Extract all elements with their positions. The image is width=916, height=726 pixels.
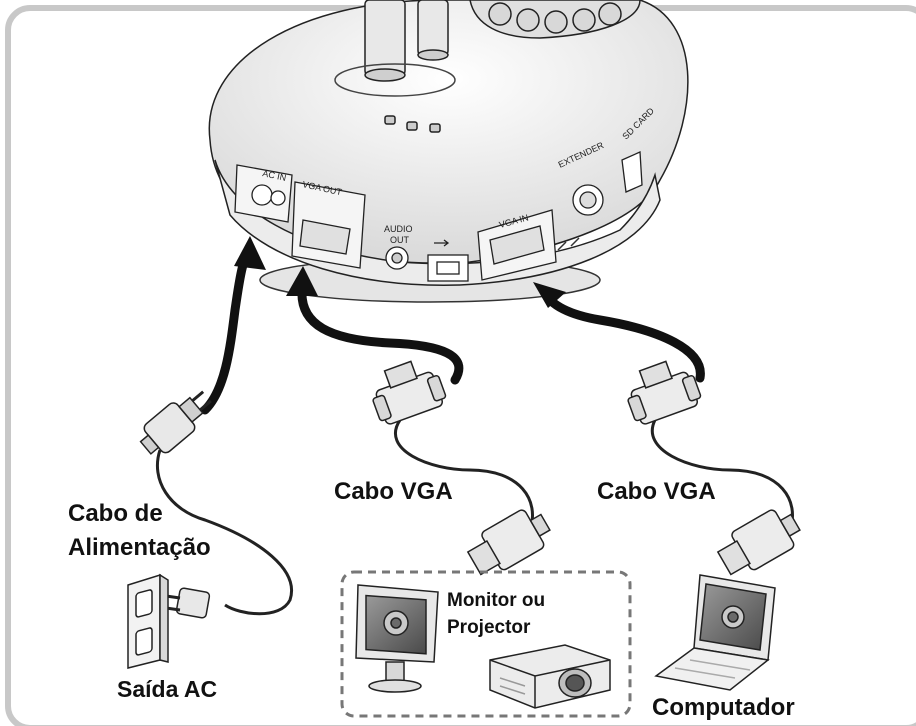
vga-cable-left [372, 360, 551, 576]
monitor-label-line1: Monitor ou [447, 590, 546, 611]
arrow-vga-out [297, 285, 464, 385]
vga-cable-right [627, 360, 801, 576]
port-label-audio-out-2: OUT [390, 235, 410, 245]
power-cable-label-line2: Alimentação [68, 534, 211, 561]
sd-card-slot [621, 151, 643, 193]
monitor-label-line2: Projector [447, 617, 531, 638]
vga-cable-left-label: Cabo VGA [334, 478, 453, 505]
computer-label: Computador [652, 694, 795, 721]
port-label-audio-out-1: AUDIO [384, 224, 413, 234]
usb-port [427, 239, 469, 282]
ac-outlet-label: Saída AC [117, 676, 218, 702]
arrow-heads [234, 236, 566, 308]
arrow-power [200, 260, 248, 415]
arrow-vga-in-head [533, 282, 566, 308]
extender-port [572, 184, 604, 216]
arrow-vga-in [540, 287, 705, 383]
arrow-vga-out-head [286, 266, 318, 296]
laptop [654, 574, 776, 691]
ac-in-port [234, 164, 293, 223]
connection-arrows [200, 260, 705, 415]
arrow-power-head [234, 236, 266, 270]
port-panel [234, 151, 643, 282]
vga-in-port [477, 209, 557, 281]
display-devices-box [340, 570, 632, 718]
port-label-ac-in: AC IN [262, 168, 288, 183]
vga-cable-right-label: Cabo VGA [597, 478, 716, 505]
ac-outlet [127, 573, 169, 669]
projector [489, 644, 611, 709]
audio-out-port [385, 246, 409, 270]
vga-out-port [291, 181, 366, 269]
power-cable-label-line1: Cabo de [68, 500, 163, 527]
power-cable [139, 390, 293, 619]
monitor [355, 584, 439, 693]
